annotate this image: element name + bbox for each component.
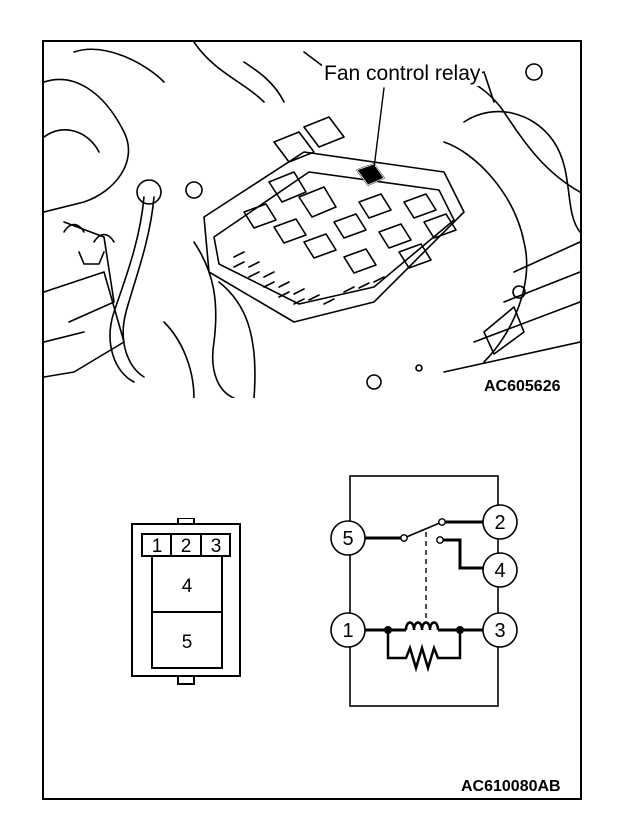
engine-bay-drawing [44,42,580,398]
switch-pivot [400,534,408,542]
photo-figure-code: AC605626 [484,378,561,395]
connector-pin-4: 4 [182,576,193,597]
engine-bay-illustration: Fan control relay [44,42,580,398]
relay-circuit-schematic: 5 2 4 1 3 [330,475,518,707]
junction-left [384,626,392,634]
connector-latch-bottom [177,675,195,685]
figure-frame [42,40,582,800]
connector-cavity-5 [151,611,223,669]
connector-pin-5: 5 [182,632,193,653]
terminal-4-circle [482,552,518,588]
switch-nc-contact-wire [440,538,483,570]
terminal-5-label: 5 [342,528,353,550]
junction-right [456,626,464,634]
terminal-3-label: 3 [494,620,505,642]
terminal-2-label: 2 [494,512,505,534]
switch-blade [403,521,443,539]
fan-control-relay-callout: Fan control relay [322,62,483,86]
figure-code: AC610080AB [461,778,561,795]
relay-connector-diagram: 1 2 3 4 5 [131,518,241,685]
connector-pin-2: 2 [181,536,192,557]
terminal-1-label: 1 [342,620,353,642]
switch-contact-no [438,518,446,526]
connector-pin-1: 1 [152,536,163,557]
resistor-symbol [386,630,462,673]
switch-contact-nc [436,536,444,544]
terminal-4-label: 4 [494,560,505,582]
connector-pin-3: 3 [211,536,222,557]
coil-symbol [404,621,440,631]
relay-housing-outline [349,475,499,707]
